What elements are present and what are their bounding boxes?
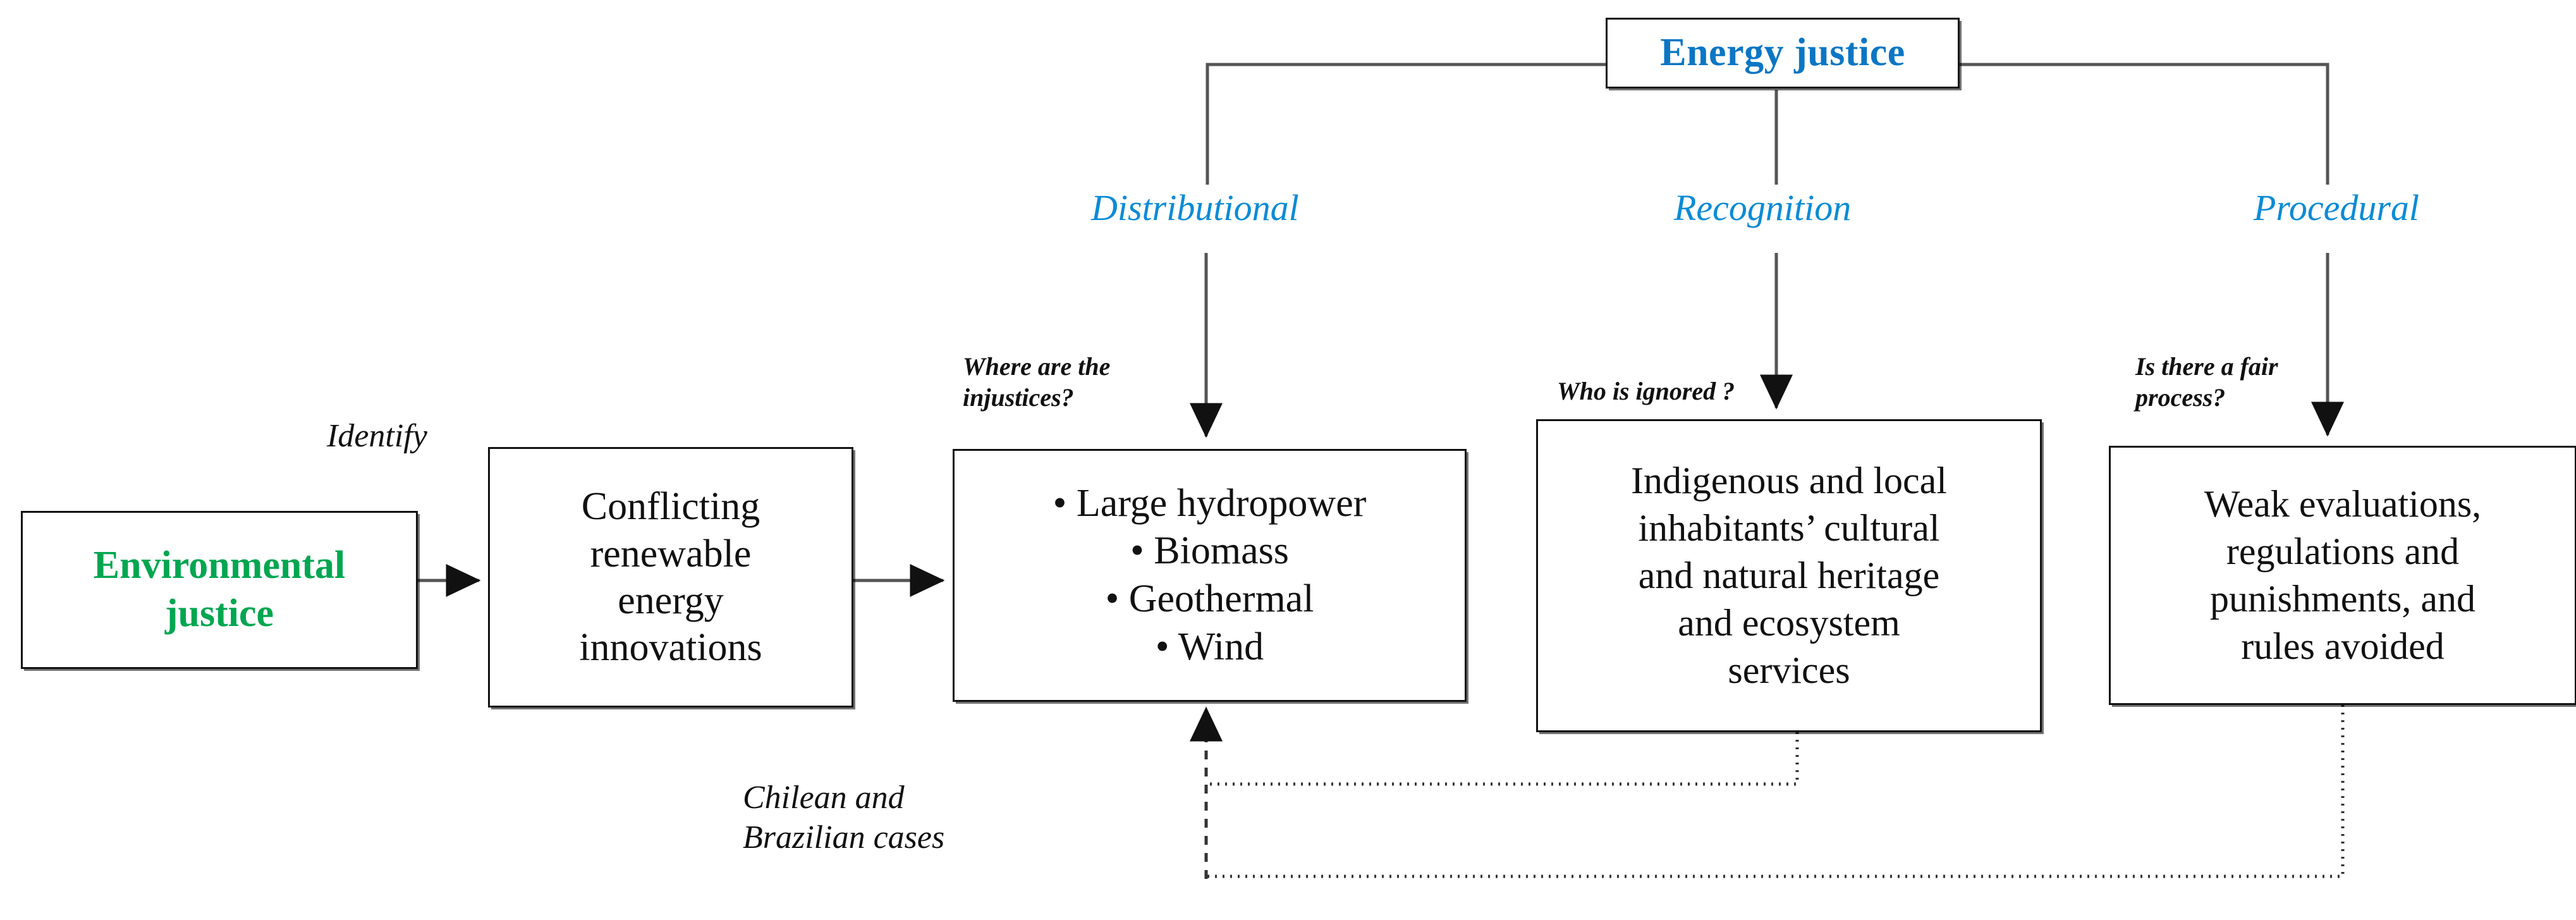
- edge-label-is-there-a-fair-process: Is there a fair process?: [2135, 352, 2278, 412]
- node-conflicting-renewable-energy-innovations[interactable]: Conflicting renewable energy innovations: [488, 447, 853, 708]
- wire-ej-to-distributional: [1189, 63, 1606, 438]
- edge-label-identify: Identify: [327, 418, 427, 454]
- node-weak-evaluations[interactable]: Weak evaluations, regulations and punish…: [2109, 446, 2576, 705]
- branch-label-recognition: Recognition: [1674, 187, 1852, 228]
- node-conflicting-label: Conflicting renewable energy innovations: [579, 485, 762, 670]
- node-energy-justice[interactable]: Energy justice: [1606, 18, 1960, 89]
- node-injustices-list[interactable]: • Large hydropower • Biomass • Geotherma…: [953, 449, 1467, 702]
- node-indigenous-heritage[interactable]: Indigenous and local inhabitants’ cultur…: [1536, 419, 2042, 732]
- node-energy-justice-label: Energy justice: [1660, 31, 1905, 75]
- wire-feedback-recognition: [1206, 732, 1799, 786]
- branch-label-distributional: Distributional: [1091, 187, 1299, 228]
- node-injustices-label: • Large hydropower • Biomass • Geotherma…: [1053, 481, 1367, 668]
- node-indigenous-label: Indigenous and local inhabitants’ cultur…: [1631, 460, 1947, 691]
- node-weak-label: Weak evaluations, regulations and punish…: [2204, 483, 2482, 667]
- edge-label-who-is-ignored: Who is ignored ?: [1557, 377, 1735, 405]
- edge-label-chilean-and-brazilian-cases: Chilean and Brazilian cases: [743, 780, 945, 856]
- node-environmental-justice[interactable]: Environmental justice: [21, 511, 418, 669]
- node-environmental-justice-label: Environmental justice: [93, 544, 346, 635]
- branch-label-procedural: Procedural: [2254, 187, 2420, 228]
- edge-label-where-are-the-injustices: Where are the injustices?: [963, 352, 1111, 412]
